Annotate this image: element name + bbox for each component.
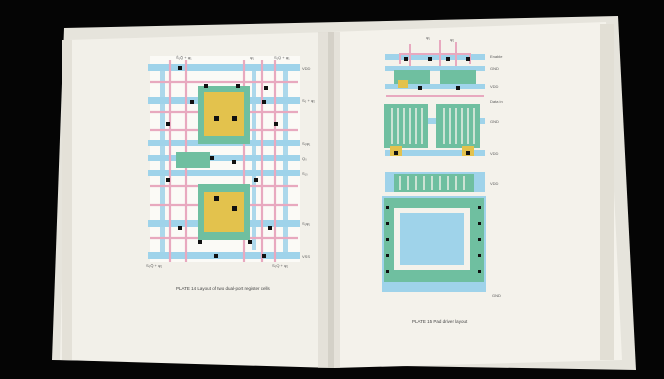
right-rail-label-4: Data in (490, 99, 503, 104)
left-page-edges (62, 40, 72, 360)
left-circuit-diagram (148, 56, 300, 262)
right-rail-label-7: VDD (490, 181, 499, 186)
left-bottom-label-1: S₀Q̂ + φ₂ (146, 263, 163, 268)
left-rail-label-1: VDD (302, 66, 311, 71)
right-top-label-1: φ₁ (426, 35, 430, 40)
left-top-label-3: S₁Q + φ₁ (274, 55, 290, 60)
right-page-edges (600, 24, 614, 360)
right-rail-label-8: GND (492, 293, 501, 298)
left-rail-label-5: S₁₀ (302, 171, 308, 176)
right-rail-label-5: GND (490, 119, 499, 124)
left-rail-label-7: VSS (302, 254, 311, 259)
right-plate-caption: PLATE 15 Pad driver layout (412, 319, 468, 324)
right-rail-label-2: GND (490, 66, 499, 71)
left-rail-label-6: S₁φ₁ (302, 221, 310, 226)
left-top-label-1: Ŝ₁Q̂ + φ₁ (176, 55, 192, 60)
right-circuit-diagram (382, 40, 486, 292)
left-rail-label-2: S₀ + φ₂ (302, 98, 316, 103)
right-rail-label-1: Enable (490, 54, 503, 59)
right-top-label-2: φ₂ (450, 37, 455, 42)
left-rail-label-3: S₀φ₁ (302, 141, 311, 146)
right-rail-label-3: VDD (490, 84, 499, 89)
left-bottom-label-2: S₀Q + φ₂ (272, 263, 289, 268)
left-plate-caption: PLATE 14 Layout of two dual-port registe… (176, 286, 270, 291)
left-rail-label-4: Q₀ (302, 156, 307, 161)
left-top-label-2: φ₁ (250, 55, 254, 60)
right-rail-label-6: VDD (490, 151, 499, 156)
